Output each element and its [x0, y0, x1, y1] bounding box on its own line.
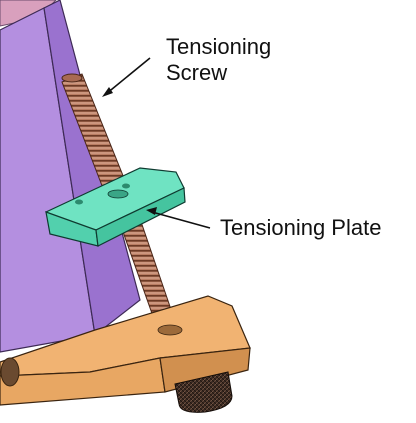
base-right-face: [159, 347, 251, 393]
tensioning-plate: [45, 167, 186, 247]
knurled-knob: [174, 371, 233, 413]
tensioning-screw-label-line1: Tensioning: [166, 34, 272, 59]
screw-hole: [157, 324, 183, 336]
plate-callout-arrow: [146, 207, 211, 229]
tensioning-screw-label: Tensioning Screw: [166, 34, 271, 86]
screw-callout-arrow: [102, 57, 151, 97]
tensioning-screw-label-line2: Screw: [166, 60, 228, 85]
tensioning-plate-label: Tensioning Plate: [220, 215, 382, 240]
base-hole: [0, 357, 20, 387]
